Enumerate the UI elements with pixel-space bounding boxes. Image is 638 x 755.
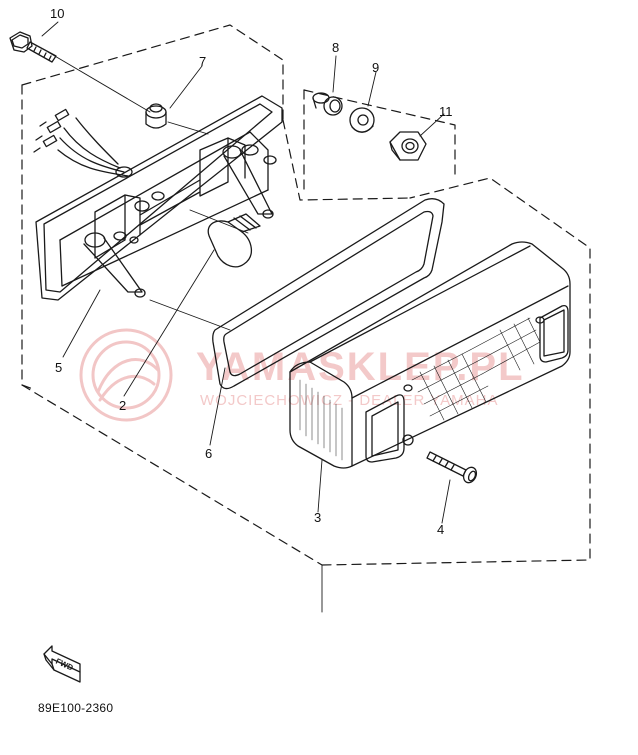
callout-8: 8 xyxy=(332,40,339,55)
part-9-washer xyxy=(349,107,375,133)
fwd-label: FWD xyxy=(54,657,75,673)
watermark-sub-text: WOJCIECHOWICZ - DEALER YAMAHA xyxy=(200,392,498,409)
leader-lines xyxy=(41,21,451,613)
part-3-lens xyxy=(289,241,571,469)
assembly-boundary-lines xyxy=(21,24,591,566)
lens-reflector-pattern xyxy=(411,317,541,421)
drawing-code: 89E100-2360 xyxy=(38,701,114,715)
part-2-bulb xyxy=(207,213,261,268)
callout-9: 9 xyxy=(372,60,379,75)
part-8-collar xyxy=(312,92,343,116)
part-6-gasket xyxy=(212,198,445,390)
part-11-nut xyxy=(389,131,427,161)
callout-2: 2 xyxy=(119,398,126,413)
fwd-arrow-icon: FWD xyxy=(43,645,81,683)
callout-6: 6 xyxy=(205,446,212,461)
callout-11: 11 xyxy=(439,104,453,119)
lens-shading xyxy=(299,379,343,461)
callout-5: 5 xyxy=(55,360,62,375)
watermark-logo xyxy=(79,328,173,422)
watermark-main-text: YAMASKLEP.PL xyxy=(196,345,525,389)
part-10-bolt xyxy=(9,31,57,63)
part-7-grommet xyxy=(145,103,167,129)
callout-3: 3 xyxy=(314,510,321,525)
callout-labels: 10 7 8 9 11 5 2 6 3 4 xyxy=(50,6,453,537)
callout-4: 4 xyxy=(437,522,444,537)
callout-10: 10 xyxy=(50,6,64,21)
lamp-housing-base xyxy=(33,95,283,301)
part-4-screw xyxy=(426,451,478,484)
watermark: YAMASKLEP.PL WOJCIECHOWICZ - DEALER YAMA… xyxy=(79,328,525,422)
callout-7: 7 xyxy=(199,54,206,69)
